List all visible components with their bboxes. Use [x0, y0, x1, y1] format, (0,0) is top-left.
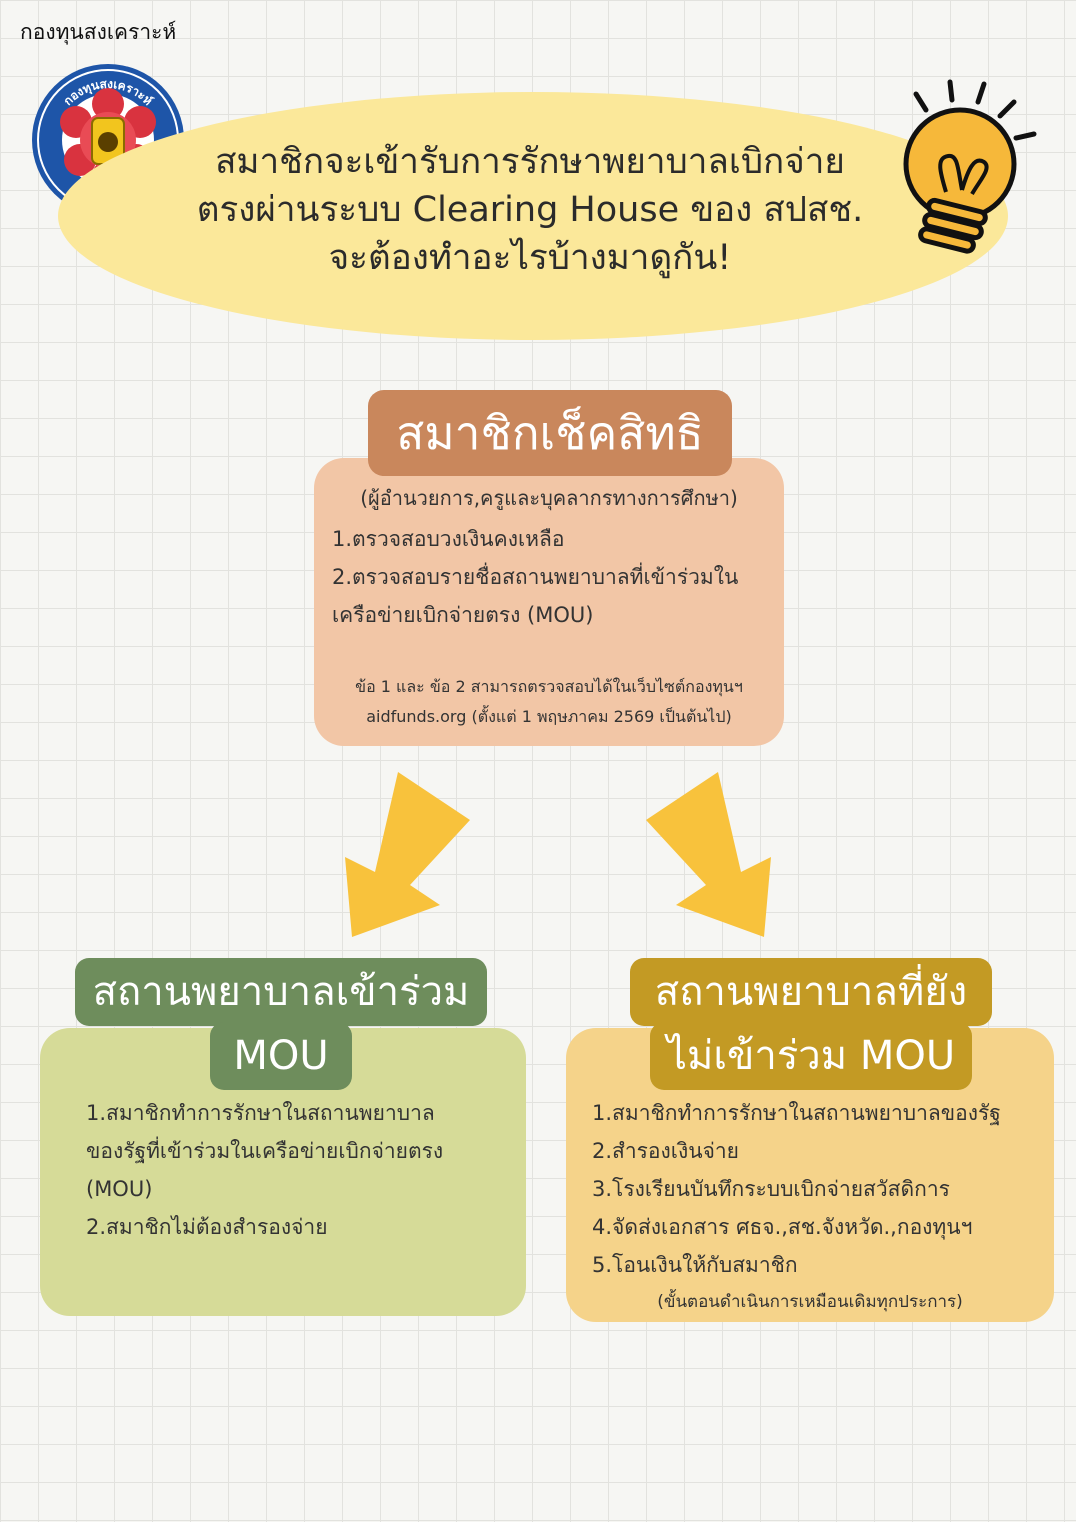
- headline-line: ตรงผ่านระบบ Clearing House ของ สปสช.: [196, 190, 864, 230]
- list-item: 1.สมาชิกทำการรักษาในสถานพยาบาลของรัฐ: [592, 1101, 1001, 1125]
- arrow-left-icon: [345, 772, 470, 937]
- list-item: 1.ตรวจสอบวงเงินคงเหลือ: [332, 527, 565, 551]
- headline: สมาชิกจะเข้ารับการรักษาพยาบาลเบิกจ่าย ตร…: [120, 138, 940, 282]
- list-item: 1.สมาชิกทำการรักษาในสถานพยาบาล: [86, 1101, 435, 1125]
- list-item: ของรัฐที่เข้าร่วมในเครือข่ายเบิกจ่ายตรง: [86, 1139, 444, 1163]
- mou-joined-title-line2: MOU: [210, 1022, 352, 1090]
- headline-line: สมาชิกจะเข้ารับการรักษาพยาบาลเบิกจ่าย: [215, 142, 845, 182]
- org-name: กองทุนสงเคราะห์: [20, 20, 177, 44]
- mou-not-joined-title: สถานพยาบาลที่ยัง: [630, 958, 992, 1026]
- list-item: 2.ตรวจสอบรายชื่อสถานพยาบาลที่เข้าร่วมใน: [332, 565, 739, 589]
- note-line: aidfunds.org (ตั้งแต่ 1 พฤษภาคม 2569 เป็…: [366, 707, 732, 726]
- mou-joined-title: สถานพยาบาลเข้าร่วม: [75, 958, 487, 1026]
- check-rights-list: 1.ตรวจสอบวงเงินคงเหลือ 2.ตรวจสอบรายชื่อส…: [332, 520, 772, 634]
- list-item: 2.สำรองเงินจ่าย: [592, 1139, 739, 1163]
- list-item: เครือข่ายเบิกจ่ายตรง (MOU): [332, 603, 594, 627]
- check-rights-card: [314, 458, 784, 746]
- check-rights-title: สมาชิกเช็คสิทธิ: [368, 390, 732, 476]
- note-line: ข้อ 1 และ ข้อ 2 สามารถตรวจสอบได้ในเว็บไซ…: [355, 677, 743, 696]
- mou-not-joined-list: 1.สมาชิกทำการรักษาในสถานพยาบาลของรัฐ 2.ส…: [592, 1094, 1042, 1284]
- list-item: 2.สมาชิกไม่ต้องสำรองจ่าย: [86, 1215, 328, 1239]
- mou-not-joined-title-line2: ไม่เข้าร่วม MOU: [650, 1022, 972, 1090]
- list-item: 3.โรงเรียนบันทึกระบบเบิกจ่ายสวัสดิการ: [592, 1177, 950, 1201]
- check-rights-note: ข้อ 1 และ ข้อ 2 สามารถตรวจสอบได้ในเว็บไซ…: [314, 672, 784, 732]
- list-item: (MOU): [86, 1177, 153, 1201]
- list-item: 5.โอนเงินให้กับสมาชิก: [592, 1253, 798, 1277]
- headline-banner: [58, 92, 1008, 340]
- headline-line: จะต้องทำอะไรบ้างมาดูกัน!: [328, 238, 732, 278]
- arrow-right-icon: [646, 772, 771, 937]
- check-rights-subtitle: (ผู้อำนวยการ,ครูและบุคลากรทางการศึกษา): [360, 486, 738, 510]
- lightbulb-icon: [903, 79, 1037, 254]
- mou-joined-list: 1.สมาชิกทำการรักษาในสถานพยาบาล ของรัฐที่…: [86, 1094, 506, 1246]
- list-item: 4.จัดส่งเอกสาร ศธจ.,สช.จังหวัด.,กองทุนฯ: [592, 1215, 973, 1239]
- mou-not-joined-note: (ขั้นตอนดำเนินการเหมือนเดิมทุกประการ): [657, 1292, 963, 1312]
